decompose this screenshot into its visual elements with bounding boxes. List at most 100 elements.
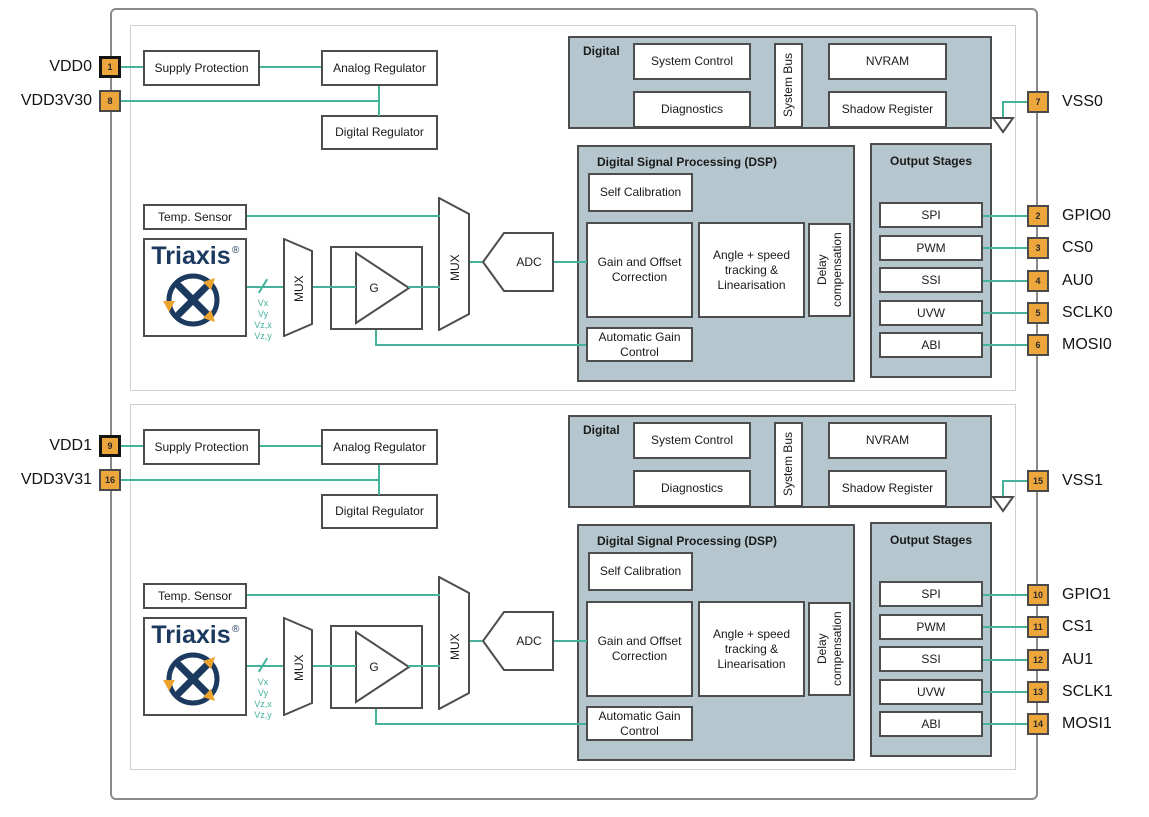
signal-vzy: Vz,y: [254, 331, 272, 341]
mux1-label: MUX: [292, 275, 306, 302]
angle-speed-label: Angle + speed tracking & Linearisation: [712, 247, 791, 292]
gain-amplifier-block: G: [330, 246, 423, 330]
wire: [378, 465, 380, 495]
wire: [313, 286, 356, 288]
wire: [983, 691, 1027, 693]
channel-0: Supply Protection Analog Regulator Digit…: [0, 25, 1149, 397]
wire: [1002, 480, 1028, 482]
angle-speed-block: Angle + speed tracking & Linearisation: [698, 222, 805, 318]
gain-amplifier-icon: G: [355, 251, 411, 325]
agc-block: Automatic Gain Control: [586, 327, 693, 362]
wire: [554, 261, 587, 263]
analog-regulator-block: Analog Regulator: [321, 50, 438, 86]
gain-amplifier-icon: G: [355, 630, 411, 704]
wire: [375, 723, 586, 725]
ssi-label: SSI: [921, 651, 941, 666]
temp-sensor-block: Temp. Sensor: [143, 204, 247, 230]
system-control-label: System Control: [650, 433, 734, 447]
wire: [375, 709, 377, 725]
signal-vy: Vy: [257, 688, 269, 698]
supply-protection-label: Supply Protection: [154, 439, 249, 454]
wire: [121, 100, 379, 102]
pin-label: VDD0: [49, 58, 92, 75]
channel-boundary: [130, 404, 1016, 770]
ground-icon: [991, 117, 1015, 134]
nvram-label: NVRAM: [865, 433, 910, 447]
nvram-label: NVRAM: [865, 54, 910, 68]
diagnostics-block: Diagnostics: [633, 470, 751, 507]
dsp-panel: Digital Signal Processing (DSP) Self Cal…: [577, 145, 855, 382]
wire: [470, 261, 482, 263]
digital-panel-title: Digital: [583, 423, 620, 437]
wire: [1002, 101, 1004, 118]
wire: [247, 215, 440, 217]
pin-number: 1: [99, 56, 121, 78]
abi-label: ABI: [921, 337, 941, 352]
nvram-block: NVRAM: [828, 43, 947, 80]
pin-number: 3: [1027, 237, 1049, 259]
gain-amplifier-block: G: [330, 625, 423, 709]
shadow-register-block: Shadow Register: [828, 470, 947, 507]
dsp-panel-title: Digital Signal Processing (DSP): [597, 155, 778, 169]
triaxis-brand-text: Triaxis: [151, 242, 230, 270]
agc-label: Automatic Gain Control: [598, 708, 681, 738]
triaxis-logo-icon: Triaxis ®: [151, 242, 240, 327]
pin-label: VSS1: [1062, 472, 1103, 489]
system-bus-label: System Bus: [781, 432, 795, 497]
gain-offset-block: Gain and Offset Correction: [586, 601, 693, 697]
gain-offset-block: Gain and Offset Correction: [586, 222, 693, 318]
diagnostics-block: Diagnostics: [633, 91, 751, 128]
abi-block: ABI: [879, 711, 983, 737]
wire: [121, 479, 379, 481]
pin-number: 14: [1027, 713, 1049, 735]
pin-number: 8: [99, 90, 121, 112]
digital-regulator-block: Digital Regulator: [321, 115, 438, 150]
self-calibration-block: Self Calibration: [588, 173, 693, 212]
channel-1: Supply Protection Analog Regulator Digit…: [0, 404, 1149, 776]
signal-vx: Vx: [257, 298, 269, 308]
pin-label: VDD1: [49, 437, 92, 454]
agc-block: Automatic Gain Control: [586, 706, 693, 741]
gain-offset-label: Gain and Offset Correction: [597, 634, 682, 663]
system-bus-block: System Bus: [774, 43, 803, 128]
wire: [408, 665, 440, 667]
supply-protection-label: Supply Protection: [154, 60, 249, 75]
temp-sensor-label: Temp. Sensor: [157, 209, 233, 224]
analog-regulator-label: Analog Regulator: [333, 439, 426, 454]
wire: [260, 66, 321, 68]
wire: [375, 344, 586, 346]
wire: [983, 626, 1027, 628]
abi-block: ABI: [879, 332, 983, 358]
system-control-block: System Control: [633, 43, 751, 80]
digital-panel-title: Digital: [583, 44, 620, 58]
mux2-label: MUX: [448, 633, 462, 660]
mux2-shape: MUX: [438, 576, 470, 710]
pin-number: 13: [1027, 681, 1049, 703]
wire: [983, 594, 1027, 596]
digital-regulator-block: Digital Regulator: [321, 494, 438, 529]
mux1-shape: MUX: [283, 617, 313, 716]
system-control-label: System Control: [650, 54, 734, 68]
self-calibration-block: Self Calibration: [588, 552, 693, 591]
dsp-panel-title: Digital Signal Processing (DSP): [597, 534, 778, 548]
output-stages-title: Output Stages: [889, 154, 972, 168]
wire: [983, 312, 1027, 314]
wire: [247, 594, 440, 596]
wire: [408, 286, 440, 288]
ssi-label: SSI: [921, 272, 941, 287]
output-stages-panel: Output Stages SPI PWM SSI UVW ABI: [870, 143, 992, 378]
dsp-panel: Digital Signal Processing (DSP) Self Cal…: [577, 524, 855, 761]
self-calibration-label: Self Calibration: [599, 185, 682, 199]
system-control-block: System Control: [633, 422, 751, 459]
wire: [983, 723, 1027, 725]
pwm-label: PWM: [916, 240, 946, 255]
spi-label: SPI: [921, 586, 941, 601]
triaxis-block: Triaxis ®: [143, 238, 247, 337]
mux2-label: MUX: [448, 254, 462, 281]
signal-vx: Vx: [257, 677, 269, 687]
pin-label: VDD3V30: [20, 92, 92, 109]
angle-speed-label: Angle + speed tracking & Linearisation: [712, 626, 791, 671]
uvw-label: UVW: [917, 684, 945, 699]
wire: [983, 215, 1027, 217]
